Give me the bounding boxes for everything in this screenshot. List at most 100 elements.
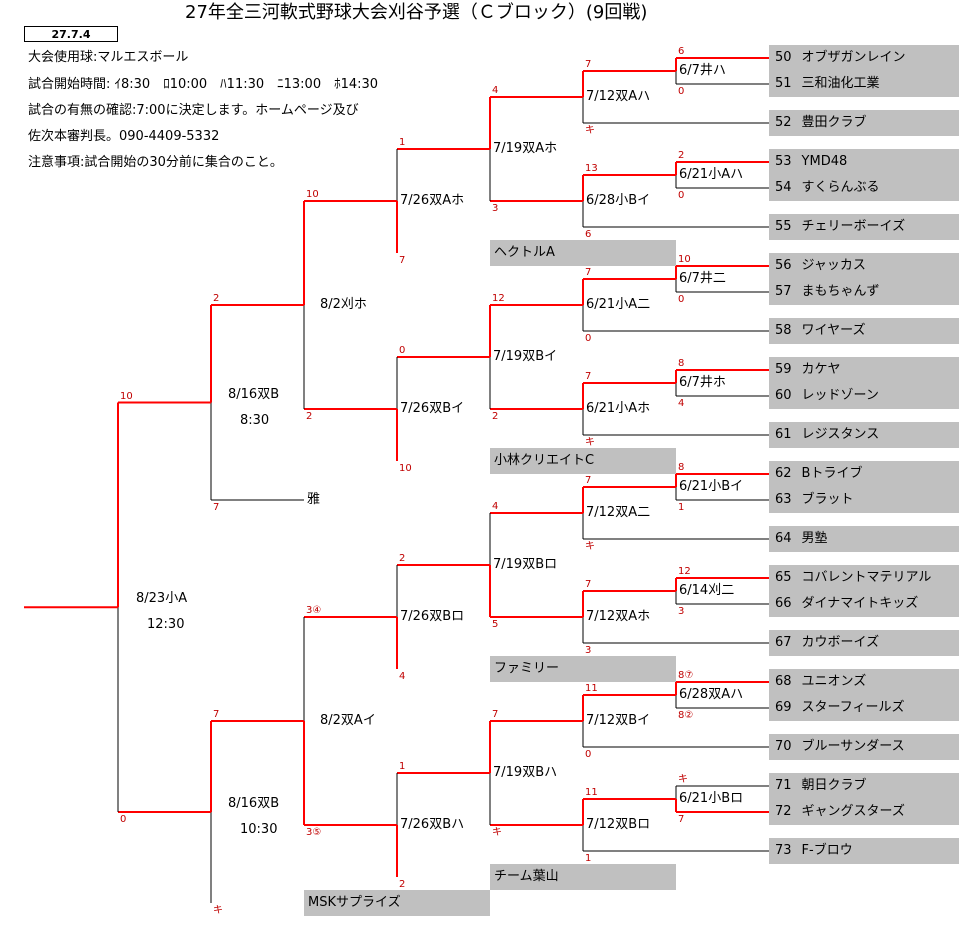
r2-score-top: 7 <box>585 371 592 382</box>
r4-score-bottom: 7 <box>399 255 406 266</box>
r1-score-top: 8⑦ <box>678 670 694 681</box>
r2-score-bottom: キ <box>585 437 595 448</box>
r3-score-top: 4 <box>492 85 499 96</box>
team-number: 63 <box>775 492 792 507</box>
r4-score-top: 0 <box>399 345 406 356</box>
r2-score-top: 7 <box>585 59 592 70</box>
r4-score-top: 2 <box>399 553 406 564</box>
team-number: 53 <box>775 154 792 169</box>
team-number: 51 <box>775 76 792 91</box>
r1-score-bottom: 4 <box>678 398 685 409</box>
team-number: 69 <box>775 700 792 715</box>
team-number: 52 <box>775 115 792 130</box>
team-box: 57 まもちゃんず <box>769 279 959 305</box>
r5-game-label: 8/2刈ホ <box>320 297 367 312</box>
r1-game-label: 6/7井ホ <box>679 375 726 390</box>
team-number: 65 <box>775 570 792 585</box>
team-name: F-ブロウ <box>801 843 853 858</box>
r3-game-label: 7/19双Bロ <box>493 557 558 572</box>
team-number: 56 <box>775 258 792 273</box>
r1-score-top: 8 <box>678 462 685 473</box>
team-name: Bトライブ <box>801 466 863 481</box>
team-name: オブザガンレイン <box>801 50 906 65</box>
info-notes: 注意事項:試合開始の30分前に集合のこと。 <box>28 155 283 170</box>
r1-game-label: 6/21小Bロ <box>679 791 744 806</box>
r1-score-bottom: 8② <box>678 710 694 721</box>
r6-score-bottom: キ <box>213 905 223 916</box>
team-number: 59 <box>775 362 792 377</box>
r3-score-bottom: 5 <box>492 619 499 630</box>
final-game-date: 8/23小A <box>136 591 188 607</box>
r2-game-label: 6/21小Aホ <box>586 401 651 416</box>
team-number: 50 <box>775 50 792 65</box>
team-name: 朝日クラブ <box>801 778 867 793</box>
team-box: 50 オブザガンレイン <box>769 45 959 71</box>
r1-score-bottom: 3 <box>678 606 685 617</box>
team-name: レジスタンス <box>801 427 880 442</box>
r2-score-top: 7 <box>585 267 592 278</box>
team-number: 64 <box>775 531 792 546</box>
team-name: コバレントマテリアル <box>801 570 932 585</box>
r2-game-label: 7/12双A二 <box>586 505 651 520</box>
team-name: 豊田クラブ <box>801 115 867 130</box>
r2-score-top: 11 <box>585 683 598 694</box>
r1-game-label: 6/21小Aハ <box>679 167 744 182</box>
r4-score-bottom: 10 <box>399 463 412 474</box>
r3-score-bottom: 2 <box>492 411 499 422</box>
r2-game-label: 7/12双Bイ <box>586 713 651 728</box>
r6-score-top: 2 <box>213 293 220 304</box>
r2-game-label: 7/12双Aホ <box>586 609 651 624</box>
r6-game-date: 8/16双B <box>228 386 280 402</box>
r3-game-label: 7/19双Bイ <box>493 349 558 364</box>
seed-team-label: 雅 <box>307 492 321 507</box>
info-ball: 大会使用球:マルエスボール <box>28 50 189 65</box>
team-box: 52 豊田クラブ <box>769 110 959 136</box>
r1-game-label: 6/21小Bイ <box>679 479 744 494</box>
r2-score-bottom: 0 <box>585 749 592 760</box>
final-score-bottom: 0 <box>120 814 127 825</box>
page-title: 27年全三河軟式野球大会刈谷予選（Ｃブロック）(9回戦) <box>185 2 648 23</box>
team-box: 56 ジャッカス <box>769 253 959 279</box>
team-box: 51 三和油化工業 <box>769 71 959 97</box>
team-box: 65 コバレントマテリアル <box>769 565 959 591</box>
r2-score-top: 13 <box>585 163 598 174</box>
r1-score-bottom: 0 <box>678 86 685 97</box>
info-confirm: 試合の有無の確認:7:00に決定します。ホームページ及び <box>28 103 359 118</box>
team-name: ジャッカス <box>801 258 866 273</box>
r5-score-top: 3④ <box>306 605 322 616</box>
r2-score-top: 7 <box>585 475 592 486</box>
team-number: 57 <box>775 284 792 299</box>
team-number: 54 <box>775 180 792 195</box>
team-name: ブラット <box>801 492 854 507</box>
r3-game-label: 7/19双Aホ <box>493 141 558 156</box>
r6-score-bottom: 7 <box>213 502 220 513</box>
r1-score-bottom: 0 <box>678 294 685 305</box>
r2-score-bottom: 0 <box>585 333 592 344</box>
r6-score-top: 7 <box>213 709 220 720</box>
r2-game-label: 7/12双Bロ <box>586 817 651 832</box>
r2-score-top: 11 <box>585 787 598 798</box>
seed-team-box: チーム葉山 <box>490 864 676 890</box>
r6-game-time: 8:30 <box>240 412 270 428</box>
team-number: 68 <box>775 674 792 689</box>
team-number: 60 <box>775 388 792 403</box>
r2-score-bottom: 3 <box>585 645 592 656</box>
team-name: まもちゃんず <box>801 284 880 299</box>
team-name: 三和油化工業 <box>801 76 880 91</box>
team-name: すくらんぶる <box>801 180 880 195</box>
team-number: 62 <box>775 466 792 481</box>
r4-game-label: 7/26双Aホ <box>400 193 465 208</box>
date-label: 27.7.4 <box>24 26 118 42</box>
team-name: チェリーボーイズ <box>801 219 906 234</box>
r2-game-label: 6/28小Bイ <box>586 193 651 208</box>
info-start-times: 試合開始時間: ｲ8:30 ﾛ10:00 ﾊ11:30 ﾆ13:00 ﾎ14:3… <box>28 77 379 92</box>
r3-score-top: 7 <box>492 709 499 720</box>
